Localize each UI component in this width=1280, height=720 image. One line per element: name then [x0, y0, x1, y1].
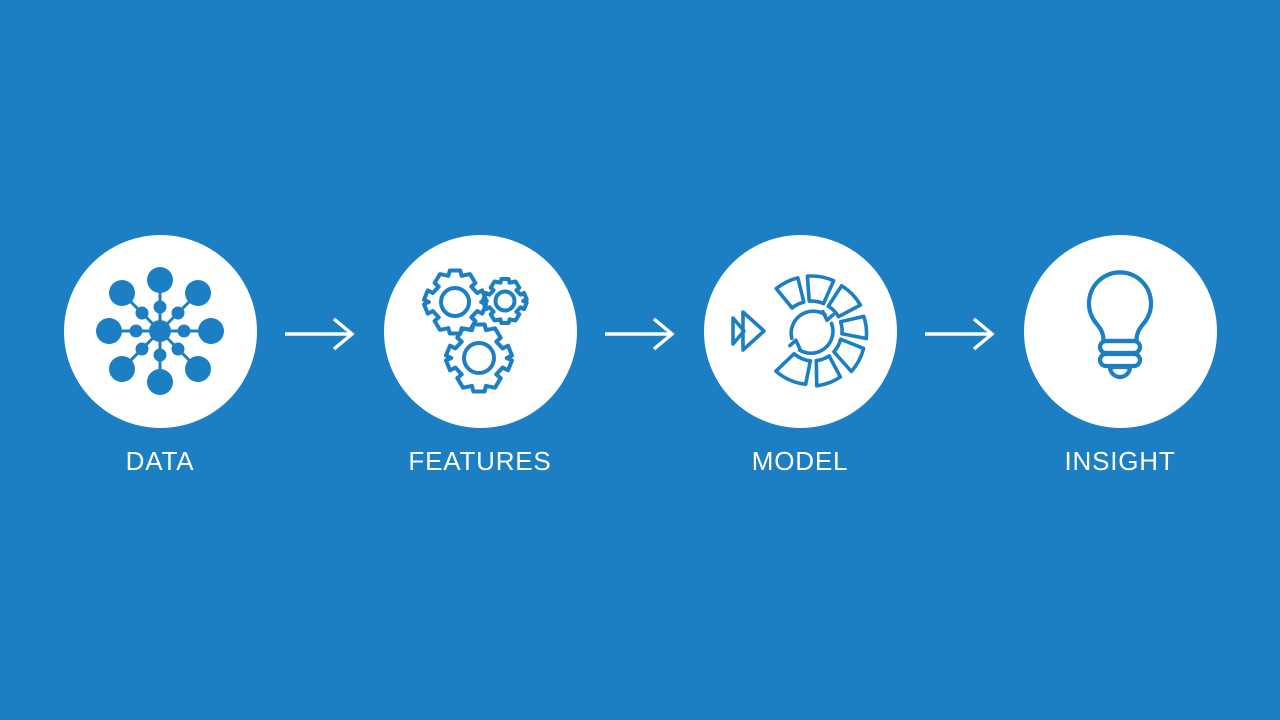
arrow-right-icon — [605, 317, 675, 351]
step-icon-disc — [63, 234, 257, 428]
step-icon-disc — [703, 234, 897, 428]
pipeline-step-insight[interactable]: INSIGHT — [1005, 234, 1235, 476]
step-label-features: FEATURES — [408, 445, 552, 476]
pipeline-step-model[interactable]: MODEL — [685, 234, 915, 476]
connector-arrow-3 — [915, 304, 1005, 364]
network-nodes-icon — [96, 267, 224, 395]
connector-arrow-1 — [275, 304, 365, 364]
pipeline-step-features[interactable]: FEATURES — [365, 234, 595, 476]
step-icon-disc — [383, 234, 577, 428]
connector-arrow-2 — [595, 304, 685, 364]
gears-icon — [422, 268, 529, 394]
pipeline-step-data[interactable]: DATA — [45, 234, 275, 476]
step-label-insight: INSIGHT — [1064, 445, 1176, 476]
step-label-data: DATA — [125, 445, 195, 476]
segmented-wheel-cycle-icon — [731, 274, 869, 388]
step-icon-disc — [1023, 234, 1217, 428]
lightbulb-icon — [1086, 270, 1154, 380]
arrow-right-icon — [285, 317, 355, 351]
arrow-right-icon — [925, 317, 995, 351]
step-label-model: MODEL — [751, 445, 849, 476]
